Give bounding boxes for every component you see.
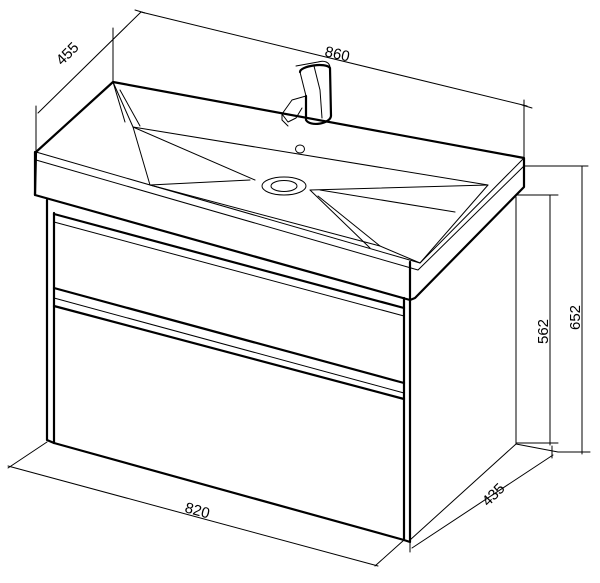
cabinet <box>45 198 412 544</box>
dimension-label-455: 455 <box>53 39 83 69</box>
dimension-820: 820 <box>7 441 405 567</box>
dimension-label-860: 860 <box>323 43 351 65</box>
dimension-label-562: 562 <box>535 319 552 344</box>
faucet <box>281 60 333 127</box>
cabinet-depth-lines <box>409 196 559 541</box>
dimension-label-820: 820 <box>183 499 212 522</box>
dimension-435: 435 <box>409 445 554 553</box>
dimension-652: 652 <box>523 165 591 455</box>
dimension-562: 562 <box>515 194 559 446</box>
dimension-860: 860 <box>112 9 533 159</box>
dimension-label-435: 435 <box>479 480 509 510</box>
dimension-455: 455 <box>35 11 142 153</box>
dimension-label-652: 652 <box>567 305 584 330</box>
sink-basin <box>33 80 526 302</box>
